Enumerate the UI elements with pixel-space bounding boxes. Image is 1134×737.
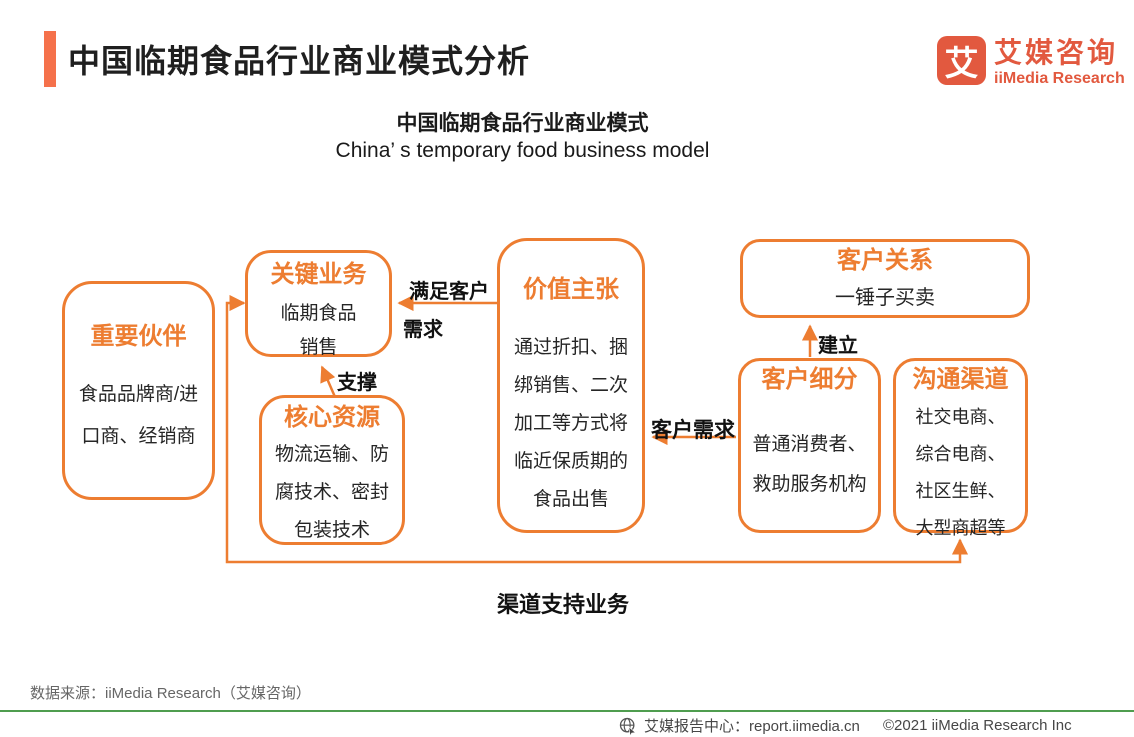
footer-report-link[interactable]: 艾媒报告中心：report.iimedia.cn	[644, 718, 860, 735]
title-accent-bar	[44, 31, 56, 87]
box-customer-relations: 客户关系 一锤子买卖	[740, 239, 1030, 318]
label-support: 支撑	[337, 372, 377, 394]
connector-resources-support-business	[320, 365, 337, 398]
iimedia-logo-text: 艾媒咨询 iiMedia Research	[994, 36, 1125, 88]
footer-report-center: 艾媒报告中心：report.iimedia.cn	[618, 715, 860, 736]
box-core-resources: 核心资源 物流运输、防 腐技术、密封 包装技术	[259, 395, 405, 545]
box-content: 临期食品 销售	[280, 303, 357, 358]
box-content: 一锤子买卖	[835, 287, 935, 309]
box-customer-segments: 客户细分 普通消费者、 救助服务机构	[738, 358, 881, 533]
chart-subtitle: 中国临期食品行业商业模式 China’ s temporary food bus…	[0, 110, 1045, 165]
subtitle-english: China’ s temporary food business model	[335, 139, 710, 162]
connector-channel-supports-business	[225, 294, 969, 564]
label-fulfill-customer-demand-line1: 满足客户	[409, 281, 489, 303]
box-channels: 沟通渠道 社交电商、 综合电商、 社区生鲜、 大型商超等	[893, 358, 1028, 538]
box-content: 通过折扣、捆 绑销售、二次 加工等方式将 临近保质期的 食品出售	[513, 337, 628, 510]
label-channel-supports-business: 渠道支持业务	[496, 592, 629, 617]
footer-divider-line	[0, 710, 1134, 712]
data-source-note: 数据来源：iiMedia Research（艾媒咨询）	[30, 685, 311, 702]
box-title: 核心资源	[284, 404, 380, 431]
box-content: 普通消费者、 救助服务机构	[752, 434, 867, 495]
footer: 艾媒报告中心：report.iimedia.cn ©2021 iiMedia R…	[0, 713, 1134, 737]
label-customer-demand: 客户需求	[651, 419, 735, 442]
label-fulfill-customer-demand-line2: 需求	[403, 319, 443, 341]
logo-name-en: iiMedia Research	[994, 70, 1125, 87]
box-title: 重要伙伴	[90, 323, 187, 350]
box-key-business: 关键业务 临期食品 销售	[245, 250, 392, 358]
logo-name-cn: 艾媒咨询	[994, 37, 1119, 68]
box-value-proposition: 价值主张 通过折扣、捆 绑销售、二次 加工等方式将 临近保质期的 食品出售	[497, 238, 645, 533]
iimedia-logo: 艾 艾媒咨询 iiMedia Research	[937, 36, 1125, 88]
box-content: 物流运输、防 腐技术、密封 包装技术	[274, 444, 389, 541]
box-title: 价值主张	[523, 276, 619, 303]
box-title: 客户细分	[761, 366, 858, 393]
box-title: 客户关系	[837, 247, 933, 274]
box-content: 社交电商、 综合电商、 社区生鲜、 大型商超等	[915, 407, 1006, 538]
label-establish: 建立	[818, 335, 858, 357]
page-title: 中国临期食品行业商业模式分析	[68, 43, 531, 79]
globe-cursor-icon	[619, 717, 637, 736]
footer-copyright: ©2021 iiMedia Research Inc	[883, 717, 1072, 734]
iimedia-logo-icon: 艾	[937, 36, 986, 85]
box-title: 关键业务	[270, 261, 367, 288]
box-content: 食品品牌商/进 口商、经销商	[78, 384, 199, 447]
box-important-partners: 重要伙伴 食品品牌商/进 口商、经销商	[62, 281, 215, 500]
subtitle-chinese: 中国临期食品行业商业模式	[396, 112, 649, 135]
box-title: 沟通渠道	[912, 366, 1009, 393]
